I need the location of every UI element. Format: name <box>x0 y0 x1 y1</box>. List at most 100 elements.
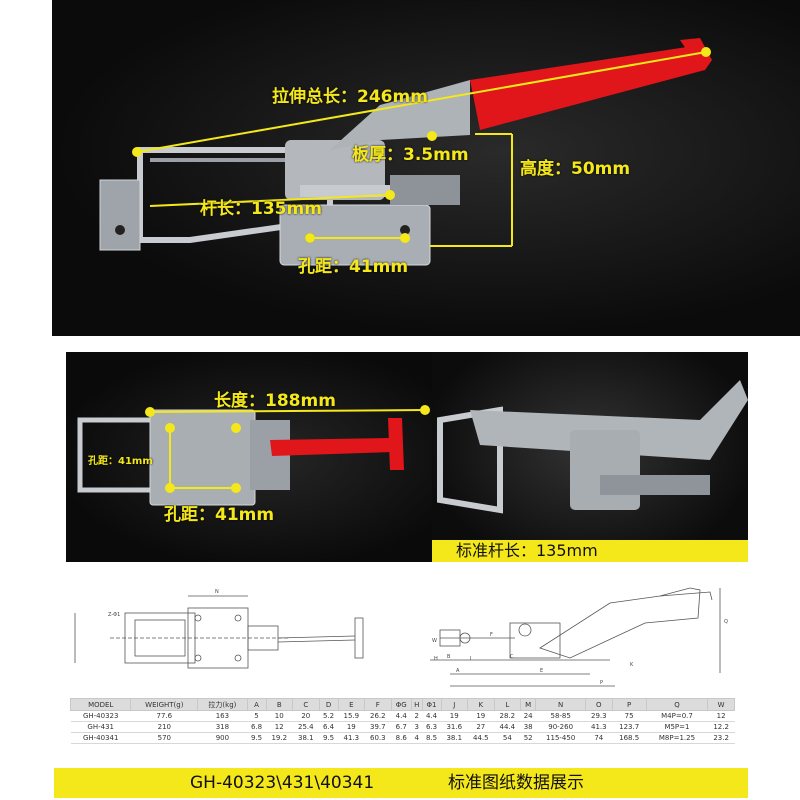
table-cell: 26.2 <box>364 710 392 722</box>
drawing-label-k: K <box>630 662 634 668</box>
table-cell: 38.1 <box>292 732 320 744</box>
label-hole-distance-side: 孔距：41mm <box>88 456 153 467</box>
label-hole-distance: 孔距：41mm <box>298 257 409 277</box>
label-length: 长度：188mm <box>214 391 336 411</box>
table-cell: 6.8 <box>247 721 266 733</box>
table-cell: 900 <box>197 732 248 744</box>
table-cell: 210 <box>130 721 198 733</box>
dimension-lines-bottom <box>145 405 430 493</box>
table-cell: 90-260 <box>535 721 586 733</box>
spec-table-header-cell: 拉力(kg) <box>197 698 248 711</box>
drawing-label-a: A <box>456 668 460 674</box>
spec-table-header-cell: O <box>585 698 613 711</box>
spec-table-header-cell: M <box>520 698 537 711</box>
table-cell: 123.7 <box>612 721 647 733</box>
table-cell: 4 <box>411 732 423 744</box>
table-cell: GH-431 <box>70 721 131 733</box>
table-cell: 6.3 <box>422 721 441 733</box>
table-cell: 4.4 <box>391 710 412 722</box>
table-cell: 38 <box>520 721 536 733</box>
label-hole-distance-bottom: 孔距：41mm <box>164 505 275 525</box>
table-cell: 6.4 <box>319 721 339 733</box>
spec-table-header-cell: ΦG <box>390 698 412 711</box>
table-cell: 9.5 <box>247 732 266 744</box>
table-cell: 12 <box>266 721 293 733</box>
spec-table-header-cell: C <box>292 698 320 711</box>
table-cell: 12.2 <box>707 721 735 733</box>
table-cell: 25.4 <box>292 721 320 733</box>
spec-table-header-cell: D <box>318 698 339 711</box>
table-cell: 318 <box>197 721 248 733</box>
spec-table-header-cell: W <box>707 698 735 711</box>
table-cell: M4P=0.7 <box>646 710 708 722</box>
table-cell: GH-40341 <box>70 732 131 744</box>
spec-table-header-cell: Φ1 <box>421 698 442 711</box>
footer-model-numbers: GH-40323\431\40341 <box>190 773 375 793</box>
table-cell: 41.3 <box>585 721 613 733</box>
drawing-label-b: B <box>447 654 451 660</box>
label-plate-thickness: 板厚：3.5mm <box>352 145 469 165</box>
table-cell: 8.5 <box>422 732 441 744</box>
spec-table-header-cell: MODEL <box>69 698 132 711</box>
label-standard-rod-length: 标准杆长：135mm <box>456 541 598 560</box>
drawing-label-p: P <box>600 680 603 686</box>
label-height: 高度：50mm <box>520 159 631 179</box>
drawing-label-q: Q <box>724 619 728 625</box>
spec-table-header-cell: B <box>265 698 294 711</box>
table-cell: M8P=1.25 <box>646 732 708 744</box>
footer-description: 标准图纸数据展示 <box>448 773 584 793</box>
label-total-length: 拉伸总长：246mm <box>272 87 428 107</box>
table-cell: 77.6 <box>130 710 198 722</box>
table-cell: 31.6 <box>441 721 468 733</box>
table-cell: 54 <box>494 732 521 744</box>
table-cell: 19 <box>338 721 365 733</box>
drawing-label-c: C <box>510 654 514 660</box>
table-cell: 74 <box>585 732 613 744</box>
spec-table-header-cell: F <box>364 698 392 711</box>
table-cell: 12 <box>707 710 735 722</box>
table-cell: 4.4 <box>422 710 441 722</box>
spec-table-header-cell: WEIGHT(g) <box>130 698 199 711</box>
table-cell: 44.4 <box>494 721 521 733</box>
table-cell: 38.1 <box>441 732 468 744</box>
drawing-label-f: F <box>490 632 493 638</box>
label-rod-length: 杆长：135mm <box>200 199 322 219</box>
table-cell: 24 <box>520 710 536 722</box>
table-cell: 23.2 <box>707 732 735 744</box>
table-cell: 44.5 <box>467 732 495 744</box>
drawing-label-i: I <box>470 656 471 662</box>
spec-table-header-cell: J <box>440 698 469 711</box>
table-cell: 41.3 <box>338 732 365 744</box>
spec-table-header-cell: A <box>246 698 267 711</box>
table-cell: 5 <box>247 710 266 722</box>
table-cell: 19 <box>467 710 495 722</box>
table-cell: 19 <box>441 710 468 722</box>
table-cell: 115-450 <box>535 732 586 744</box>
spec-table-header-cell: N <box>535 698 587 711</box>
table-cell: 20 <box>292 710 320 722</box>
table-cell: 60.3 <box>364 732 392 744</box>
table-cell: 9.5 <box>319 732 339 744</box>
table-cell: 58-85 <box>535 710 586 722</box>
table-cell: 39.7 <box>364 721 392 733</box>
table-cell: 168.5 <box>612 732 647 744</box>
spec-table-header-cell: P <box>611 698 647 711</box>
table-cell: GH-40323 <box>70 710 131 722</box>
table-cell: 29.3 <box>585 710 613 722</box>
spec-table-header-cell: L <box>493 698 522 711</box>
table-cell: 570 <box>130 732 198 744</box>
drawing-label-h: H <box>434 656 438 662</box>
drawing-label-w: W <box>432 638 437 644</box>
table-cell: 163 <box>197 710 248 722</box>
spec-table-header-cell: H <box>410 698 423 711</box>
technical-drawing: Z-Φ1 N F B C A E P K W Q H I <box>74 587 728 687</box>
caption-bar <box>432 540 748 562</box>
table-cell: 6.7 <box>391 721 412 733</box>
table-cell: 15.9 <box>338 710 365 722</box>
